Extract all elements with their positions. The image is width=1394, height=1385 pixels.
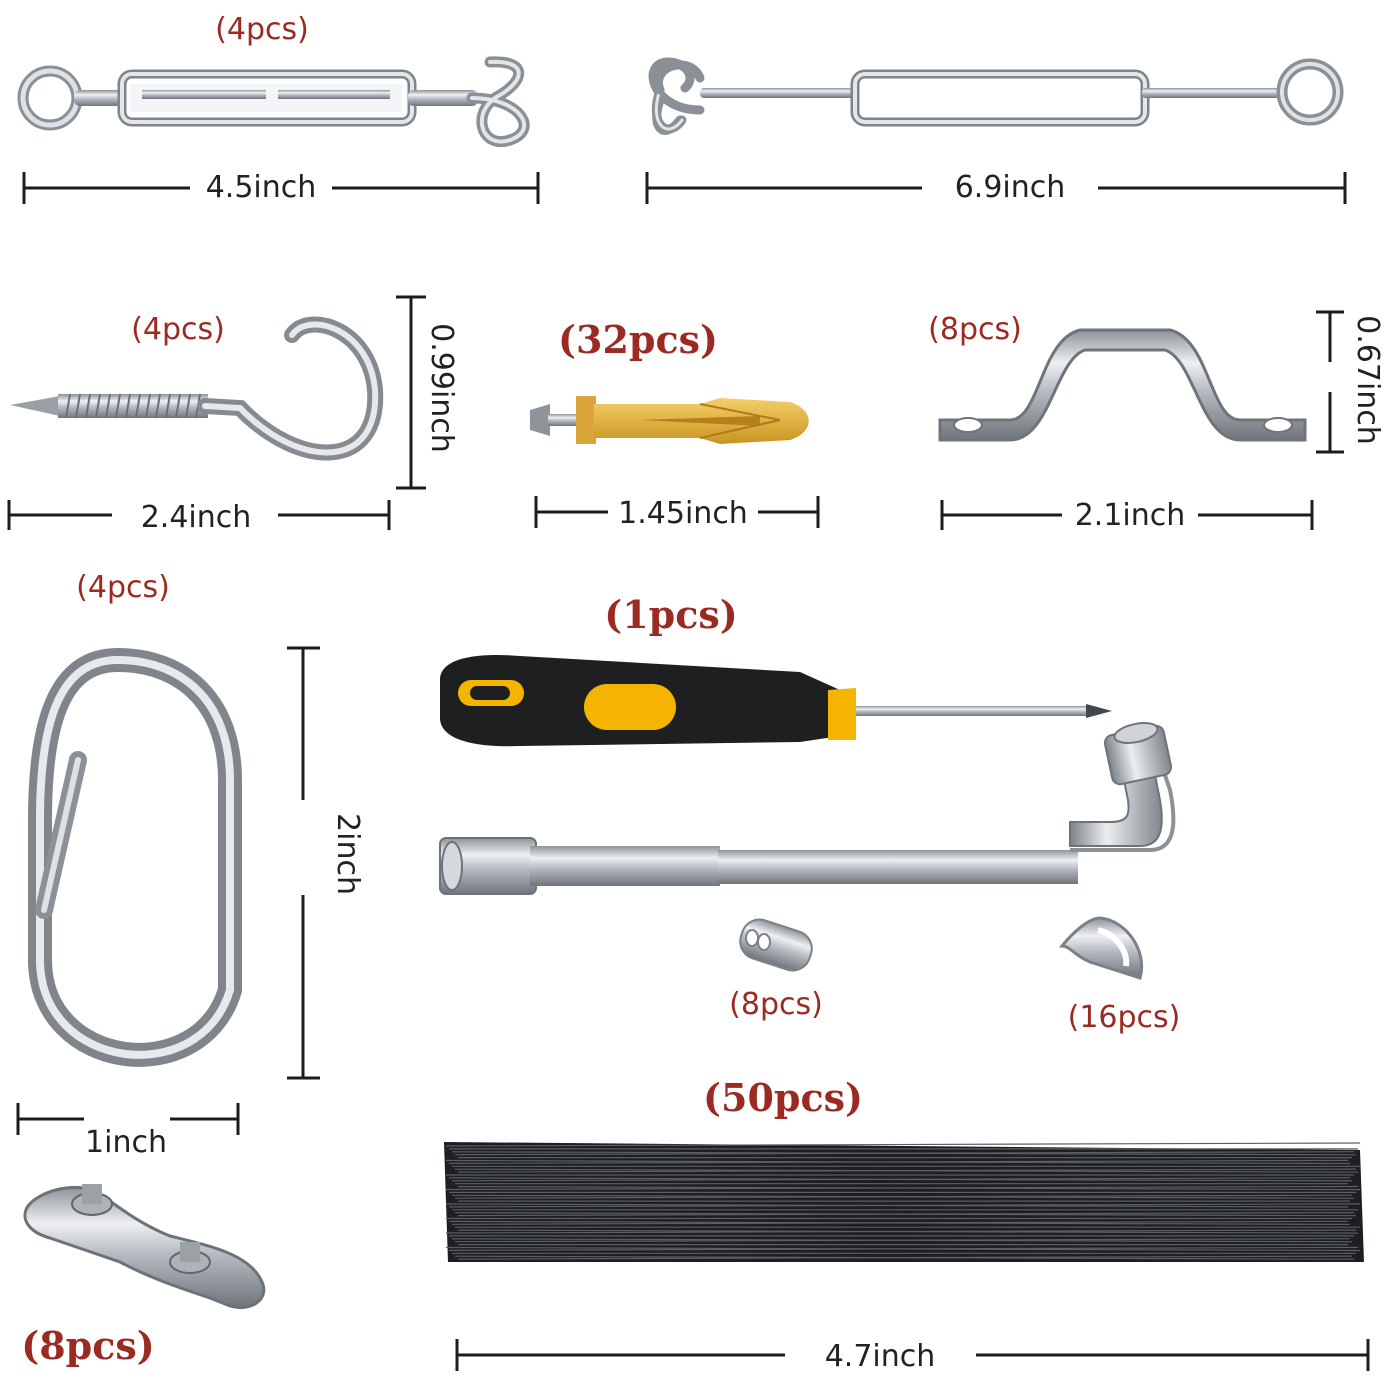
carabiner-width: 1inch — [85, 1125, 167, 1160]
tools-quantity: (1pcs) — [604, 592, 738, 637]
cable-tie-strand — [457, 1255, 1353, 1260]
screw-hook-illustration — [10, 316, 384, 461]
wall-anchor-illustration — [530, 396, 809, 444]
turnbuckle-large-length: 6.9inch — [954, 170, 1066, 205]
cable-tie-strand — [448, 1159, 1349, 1165]
turnbuckle-large-illustration — [648, 57, 1344, 135]
ferrule-quantity: (8pcs) — [729, 987, 823, 1022]
screwdriver-illustration — [440, 655, 1112, 747]
cable-ties-quantity: (50pcs) — [703, 1075, 863, 1120]
turnbuckle-small-illustration — [17, 56, 530, 148]
screw-hook-width: 2.4inch — [140, 500, 252, 535]
turnbuckle-small-quantity: (4pcs) — [215, 12, 309, 47]
thimble-illustration — [1058, 916, 1143, 980]
thimble-quantity: (16pcs) — [1067, 1000, 1181, 1035]
pad-eye-width: 2.1inch — [1074, 498, 1186, 533]
cable-tie-strand — [445, 1185, 1359, 1191]
cable-tie-strand — [445, 1229, 1357, 1234]
dimension-lines — [7, 172, 1370, 1371]
duplex-clip-quantity: (8pcs) — [21, 1323, 155, 1368]
pad-eye-illustration — [938, 328, 1307, 442]
cable-tie-strand — [457, 1168, 1357, 1173]
cable-tie-strand — [454, 1194, 1353, 1199]
pad-eye-height: 0.67inch — [1350, 315, 1385, 445]
pad-eye-quantity: (8pcs) — [928, 312, 1022, 347]
carabiner-illustration — [28, 647, 242, 1067]
wall-anchor-quantity: (32pcs) — [558, 317, 718, 362]
turnbuckle-small-length: 4.5inch — [205, 170, 317, 205]
cable-tie-strand — [454, 1238, 1351, 1243]
screw-hook-quantity: (4pcs) — [131, 312, 225, 347]
cable-tie-strand — [448, 1203, 1361, 1208]
duplex-wire-clip-illustration — [23, 1184, 266, 1309]
screw-hook-height: 0.99inch — [424, 323, 459, 453]
cable-ties-length: 4.7inch — [824, 1339, 936, 1374]
cable-tie-strand — [457, 1211, 1355, 1217]
wall-anchor-length: 1.45inch — [618, 496, 748, 531]
cable-tie-strand — [454, 1151, 1355, 1156]
cable-tie-strand — [448, 1246, 1359, 1252]
cable-tie-strand — [451, 1177, 1351, 1182]
cable-tie-strand — [451, 1220, 1349, 1225]
cable-tie-strand — [445, 1142, 1361, 1147]
cable-ties-illustration — [444, 1142, 1364, 1262]
ferrule-illustration — [739, 918, 813, 972]
carabiner-height: 2inch — [330, 813, 365, 895]
socket-wrench-illustration — [439, 722, 1176, 895]
carabiner-quantity: (4pcs) — [76, 570, 170, 605]
